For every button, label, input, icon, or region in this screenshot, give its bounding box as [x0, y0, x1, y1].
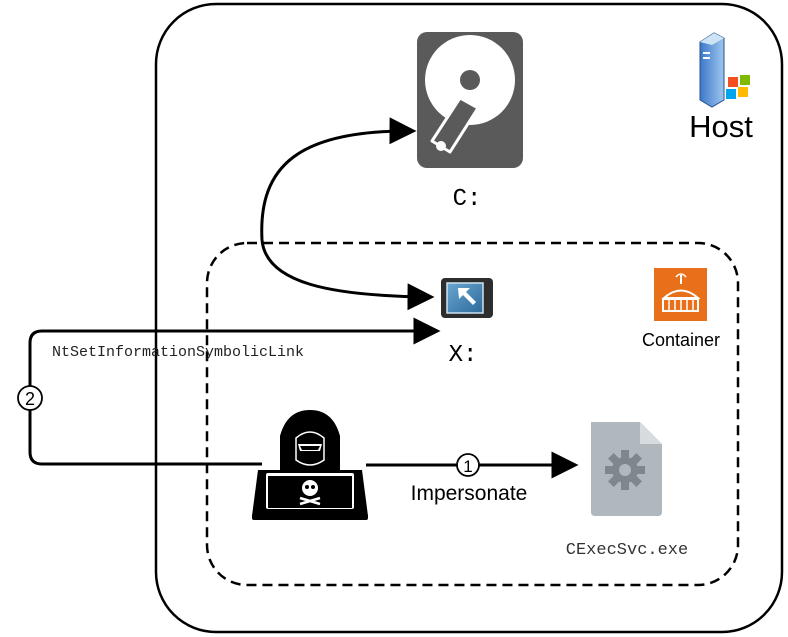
host-boundary	[154, 2, 784, 634]
drive-c-label: C:	[453, 186, 482, 213]
symlink-redirect-arrow-lower	[260, 239, 435, 311]
hard-disk-icon	[417, 32, 523, 168]
shortcut-link-icon	[441, 278, 493, 318]
windows-server-icon	[699, 32, 750, 108]
step-1-number: 1	[463, 457, 472, 476]
step-2-number: 2	[25, 389, 35, 409]
host-label: Host	[689, 109, 753, 144]
step-2-badge	[17, 385, 43, 411]
container-label: Container	[642, 330, 720, 350]
hooded-hacker-icon	[252, 410, 368, 520]
step-1-label: Impersonate	[411, 482, 528, 505]
step-1-badge	[456, 453, 480, 477]
service-label: CExecSvc.exe	[566, 541, 688, 560]
container-boundary	[205, 241, 740, 587]
step-2-label: NtSetInformationSymbolicLink	[52, 344, 304, 361]
container-box-icon	[654, 268, 707, 321]
symlink-redirect-arrow	[260, 117, 417, 241]
gear-file-icon	[591, 422, 662, 516]
drive-x-label: X:	[449, 342, 478, 369]
